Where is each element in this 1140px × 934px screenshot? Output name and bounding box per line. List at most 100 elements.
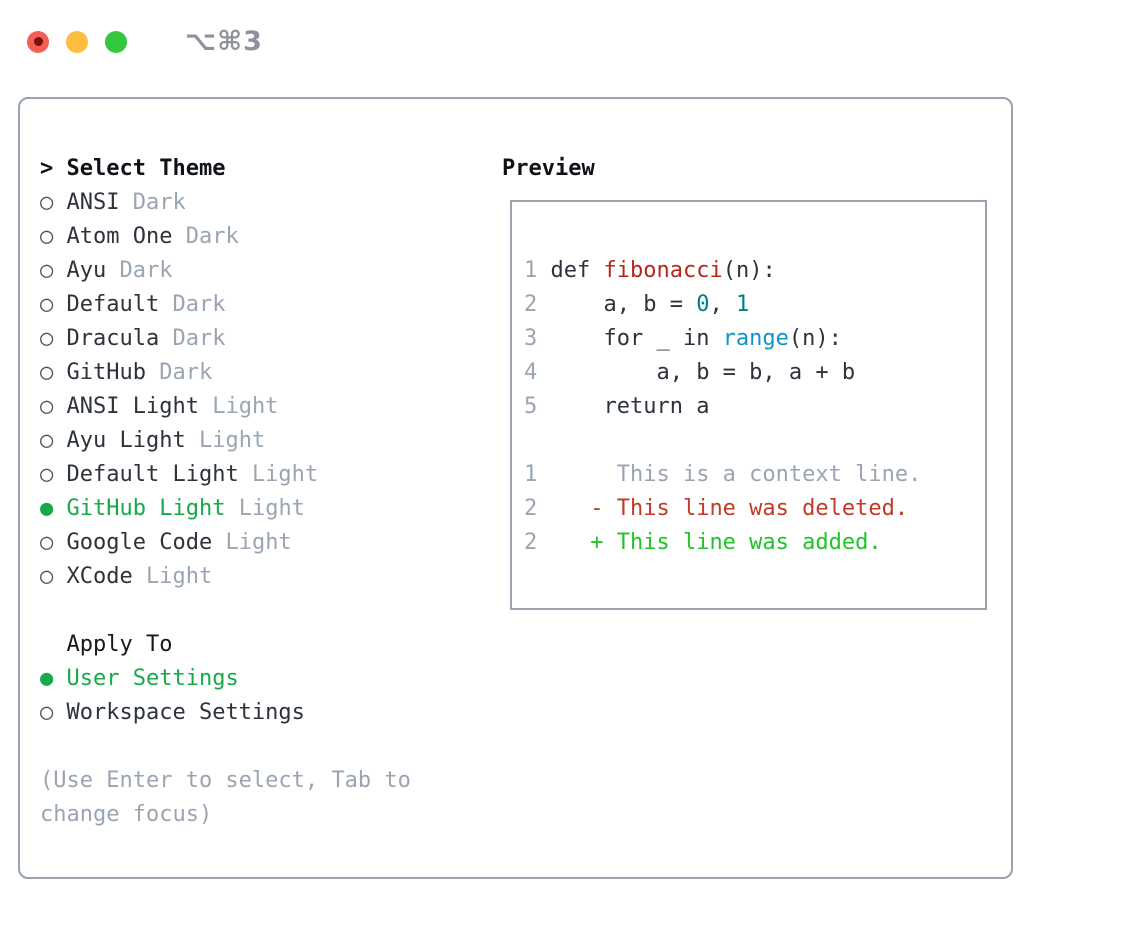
theme-option-dracula[interactable]: ○ Dracula Dark (40, 322, 411, 356)
select-theme-header: > Select Theme (40, 152, 411, 186)
theme-variant: Dark (159, 360, 213, 385)
code-token-plain: , (709, 292, 736, 317)
apply-to-options-list: ● User Settings○ Workspace Settings (40, 662, 411, 730)
radio-icon: ○ (40, 224, 54, 249)
theme-picker-panel: > Select Theme ○ ANSI Dark○ Atom One Dar… (18, 97, 1013, 879)
close-dot-icon (33, 37, 43, 46)
theme-option-atom-one[interactable]: ○ Atom One Dark (40, 220, 411, 254)
line-number: 1 (524, 462, 551, 487)
titlebar: ⌥⌘3 (27, 26, 263, 57)
theme-variant: Dark (132, 190, 186, 215)
code-token-plain: for _ in (550, 326, 723, 351)
code-token-plain: return a (550, 394, 710, 419)
line-number: 4 (524, 360, 551, 385)
theme-variant: Light (145, 564, 213, 589)
line-number: 3 (524, 326, 551, 351)
theme-name: Ayu Light (66, 428, 186, 453)
code-token-plain: a, b = b, a + b (550, 360, 856, 385)
code-token-plain: (n): (788, 326, 842, 351)
radio-icon: ○ (40, 360, 54, 385)
preview-header-label: Preview (502, 156, 595, 181)
window-shortcut-label: ⌥⌘3 (185, 26, 263, 57)
radio-icon: ○ (40, 394, 54, 419)
theme-option-ayu-light[interactable]: ○ Ayu Light Light (40, 424, 411, 458)
theme-variant: Light (198, 428, 266, 453)
radio-icon: ○ (40, 428, 54, 453)
maximize-button[interactable] (105, 30, 127, 53)
line-number: 5 (524, 394, 551, 419)
theme-option-github[interactable]: ○ GitHub Dark (40, 356, 411, 390)
code-token-fn: fibonacci (603, 258, 723, 283)
theme-variant: Dark (185, 224, 239, 249)
radio-icon: ○ (40, 190, 54, 215)
radio-icon: ○ (40, 564, 54, 589)
theme-options-list: ○ ANSI Dark○ Atom One Dark○ Ayu Dark○ De… (40, 186, 411, 594)
theme-name: Google Code (66, 530, 213, 555)
code-line: 1 def fibonacci(n): (524, 254, 985, 288)
theme-variant: Light (212, 394, 279, 419)
code-line (524, 424, 985, 458)
apply-to-header: Apply To (40, 628, 411, 662)
theme-option-google-code[interactable]: ○ Google Code Light (40, 526, 411, 560)
code-line: 2 + This line was added. (524, 526, 985, 560)
theme-list-column: > Select Theme ○ ANSI Dark○ Atom One Dar… (40, 152, 411, 832)
radio-selected-icon: ● (40, 496, 54, 521)
radio-icon: ○ (40, 326, 54, 351)
theme-name: ANSI (66, 190, 120, 215)
line-number: 2 (524, 496, 551, 521)
theme-variant: Dark (172, 292, 226, 317)
theme-name: Default Light (66, 462, 239, 487)
theme-name: Dracula (66, 326, 160, 351)
code-token-context: This is a context line. (550, 462, 922, 487)
theme-variant: Dark (119, 258, 173, 283)
line-number: 2 (524, 292, 551, 317)
theme-variant: Light (225, 530, 292, 555)
apply-option-user-settings[interactable]: ● User Settings (40, 662, 411, 696)
prompt-marker-icon: > (40, 156, 54, 181)
theme-option-default[interactable]: ○ Default Dark (40, 288, 411, 322)
line-number: 2 (524, 530, 551, 555)
apply-to-header-label: Apply To (66, 632, 173, 657)
theme-name: Atom One (66, 224, 173, 249)
theme-variant: Dark (172, 326, 226, 351)
theme-option-ansi[interactable]: ○ ANSI Dark (40, 186, 411, 220)
code-line: 5 return a (524, 390, 985, 424)
code-token-lit: 1 (735, 292, 750, 317)
radio-icon: ○ (40, 462, 54, 487)
theme-name: GitHub (66, 360, 146, 385)
code-line: 2 - This line was deleted. (524, 492, 985, 526)
theme-name: ANSI Light (66, 394, 199, 419)
theme-option-ansi-light[interactable]: ○ ANSI Light Light (40, 390, 411, 424)
code-line: 2 a, b = 0, 1 (524, 288, 985, 322)
code-line: 4 a, b = b, a + b (524, 356, 985, 390)
radio-icon: ○ (40, 292, 54, 317)
theme-variant: Light (238, 496, 305, 521)
radio-icon: ○ (40, 700, 54, 725)
preview-column: Preview 1 def fibonacci(n):2 a, b = 0, 1… (502, 152, 987, 610)
close-button[interactable] (27, 30, 49, 53)
code-token-deleted: - This line was deleted. (550, 496, 909, 521)
code-token-plain: def (550, 258, 604, 283)
line-number (524, 428, 551, 453)
minimize-button[interactable] (66, 30, 88, 53)
help-text: (Use Enter to select, Tab to change focu… (40, 768, 411, 827)
code-line: 1 This is a context line. (524, 458, 985, 492)
code-token-lit: 0 (696, 292, 710, 317)
select-theme-header-label: Select Theme (66, 156, 226, 181)
theme-variant: Light (251, 462, 319, 487)
theme-option-github-light[interactable]: ● GitHub Light Light (40, 492, 411, 526)
apply-option-workspace-settings[interactable]: ○ Workspace Settings (40, 696, 411, 730)
theme-name: Ayu (66, 258, 107, 283)
apply-option-label: Workspace Settings (66, 700, 305, 725)
theme-name: Default (66, 292, 160, 317)
radio-selected-icon: ● (40, 666, 54, 691)
theme-option-ayu[interactable]: ○ Ayu Dark (40, 254, 411, 288)
theme-option-default-light[interactable]: ○ Default Light Light (40, 458, 411, 492)
theme-name: GitHub Light (66, 496, 226, 521)
code-token-plain: (n): (722, 258, 776, 283)
theme-option-xcode[interactable]: ○ XCode Light (40, 560, 411, 594)
radio-icon: ○ (40, 258, 54, 283)
code-line: 3 for _ in range(n): (524, 322, 985, 356)
